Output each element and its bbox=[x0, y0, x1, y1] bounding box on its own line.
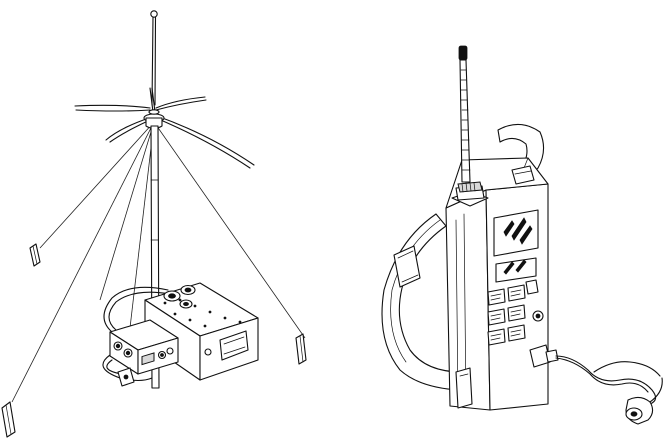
strap-end bbox=[455, 367, 473, 409]
keypad-key bbox=[487, 308, 506, 326]
ground-radials bbox=[74, 87, 255, 169]
antenna-connector bbox=[451, 181, 489, 207]
flexible-antenna bbox=[458, 45, 471, 183]
chassis-rivets bbox=[163, 298, 242, 328]
guy-wires bbox=[11, 121, 306, 403]
side-knob bbox=[532, 310, 544, 322]
cable-plug bbox=[117, 367, 135, 387]
ground-stake bbox=[295, 333, 307, 365]
carry-handle bbox=[219, 330, 249, 361]
rf-connector bbox=[179, 299, 193, 309]
display-window bbox=[493, 209, 539, 257]
antenna-whip bbox=[150, 10, 158, 106]
ground-plane-antenna-panel bbox=[1, 10, 307, 438]
power-supply-unit bbox=[109, 319, 179, 387]
ground-stake bbox=[1, 401, 16, 438]
rf-connector bbox=[163, 290, 181, 302]
keypad-key bbox=[487, 288, 506, 306]
keypad-key bbox=[507, 324, 526, 342]
belt-clip bbox=[511, 165, 535, 185]
panel-connectors bbox=[113, 341, 174, 360]
headset-cable bbox=[529, 344, 661, 405]
ground-stake bbox=[29, 243, 41, 267]
keypad bbox=[487, 279, 544, 346]
portable-radio-panel bbox=[381, 45, 663, 425]
rf-connector bbox=[180, 284, 196, 296]
keypad-key bbox=[507, 304, 526, 322]
earpiece bbox=[625, 377, 663, 425]
status-display bbox=[495, 257, 537, 283]
strap-buckle bbox=[393, 245, 421, 288]
keypad-key bbox=[507, 284, 526, 302]
keypad-key bbox=[487, 328, 506, 346]
side-knob bbox=[525, 279, 539, 295]
